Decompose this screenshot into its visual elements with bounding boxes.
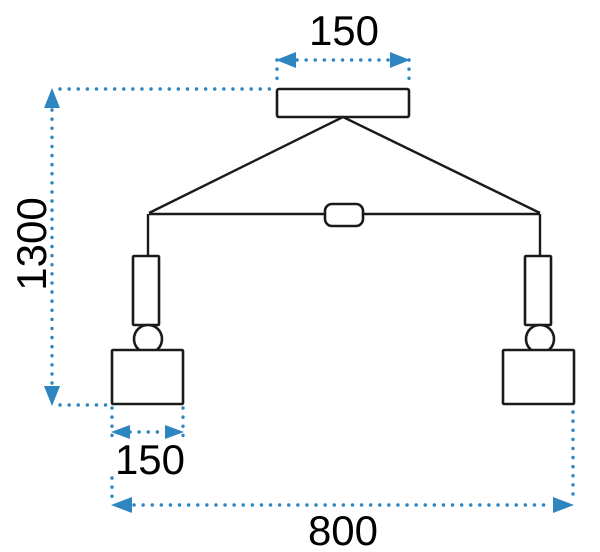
right-lamp-shade — [501, 348, 576, 406]
total-arrow-right — [553, 497, 574, 513]
canopy-width-label: 150 — [309, 7, 379, 54]
right-socket-tube — [523, 254, 553, 327]
suspension-wires — [148, 115, 541, 215]
height-arrow-bottom — [44, 386, 60, 406]
shade-width-label: 150 — [115, 436, 185, 483]
height-dimension: 1300 — [8, 87, 276, 407]
canopy-arrow-left — [276, 52, 296, 68]
shade-width-dimension: 150 — [110, 406, 185, 483]
lamp-drawing — [110, 87, 576, 406]
height-label: 1300 — [8, 197, 55, 290]
total-arrow-left — [111, 497, 132, 513]
canopy-width-dimension: 150 — [275, 7, 411, 89]
total-width-label: 800 — [308, 507, 378, 552]
left-socket-tube — [131, 254, 161, 327]
left-lamp-shade — [110, 348, 185, 406]
center-connector — [323, 202, 365, 228]
ceiling-canopy — [275, 87, 411, 119]
shade-arrow-left — [111, 425, 130, 439]
height-arrow-top — [44, 88, 60, 108]
canopy-arrow-right — [390, 52, 410, 68]
shade-arrow-right — [165, 425, 184, 439]
total-width-dimension: 800 — [110, 410, 575, 552]
